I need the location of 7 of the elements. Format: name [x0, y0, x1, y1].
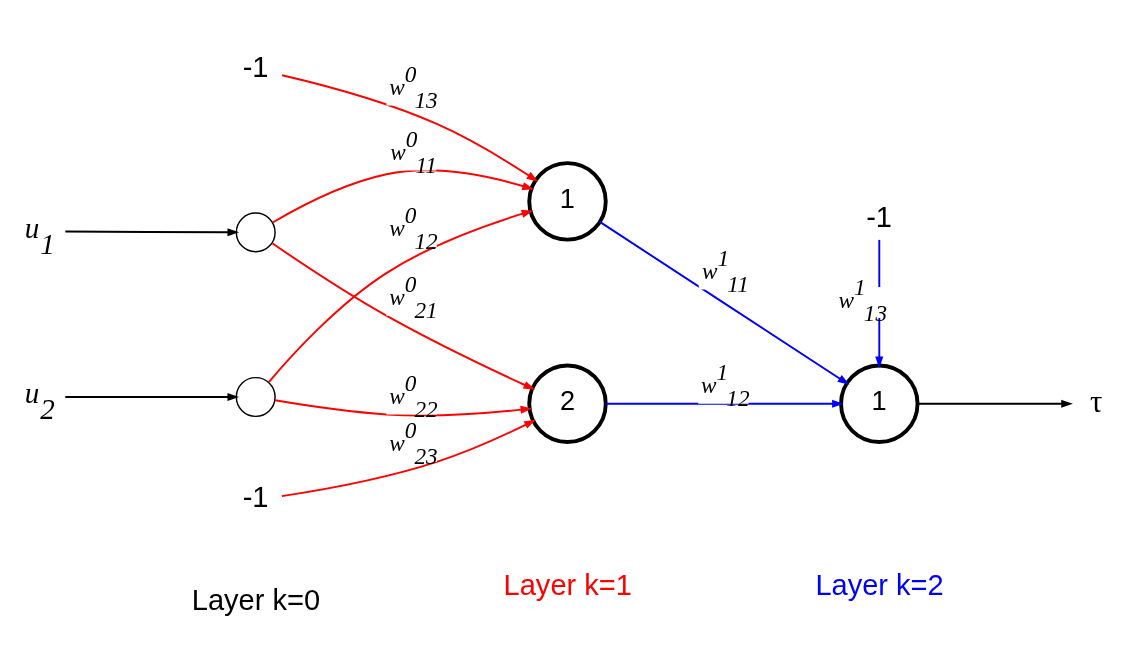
- node-text: τ: [1089, 383, 1103, 419]
- label: Layer k=1: [503, 568, 632, 601]
- node-text: -1: [866, 200, 893, 233]
- node-text: -1: [242, 480, 269, 513]
- label: Layer k=2: [815, 568, 944, 601]
- node-text: -1: [242, 50, 269, 83]
- label: Layer k=0: [191, 583, 321, 616]
